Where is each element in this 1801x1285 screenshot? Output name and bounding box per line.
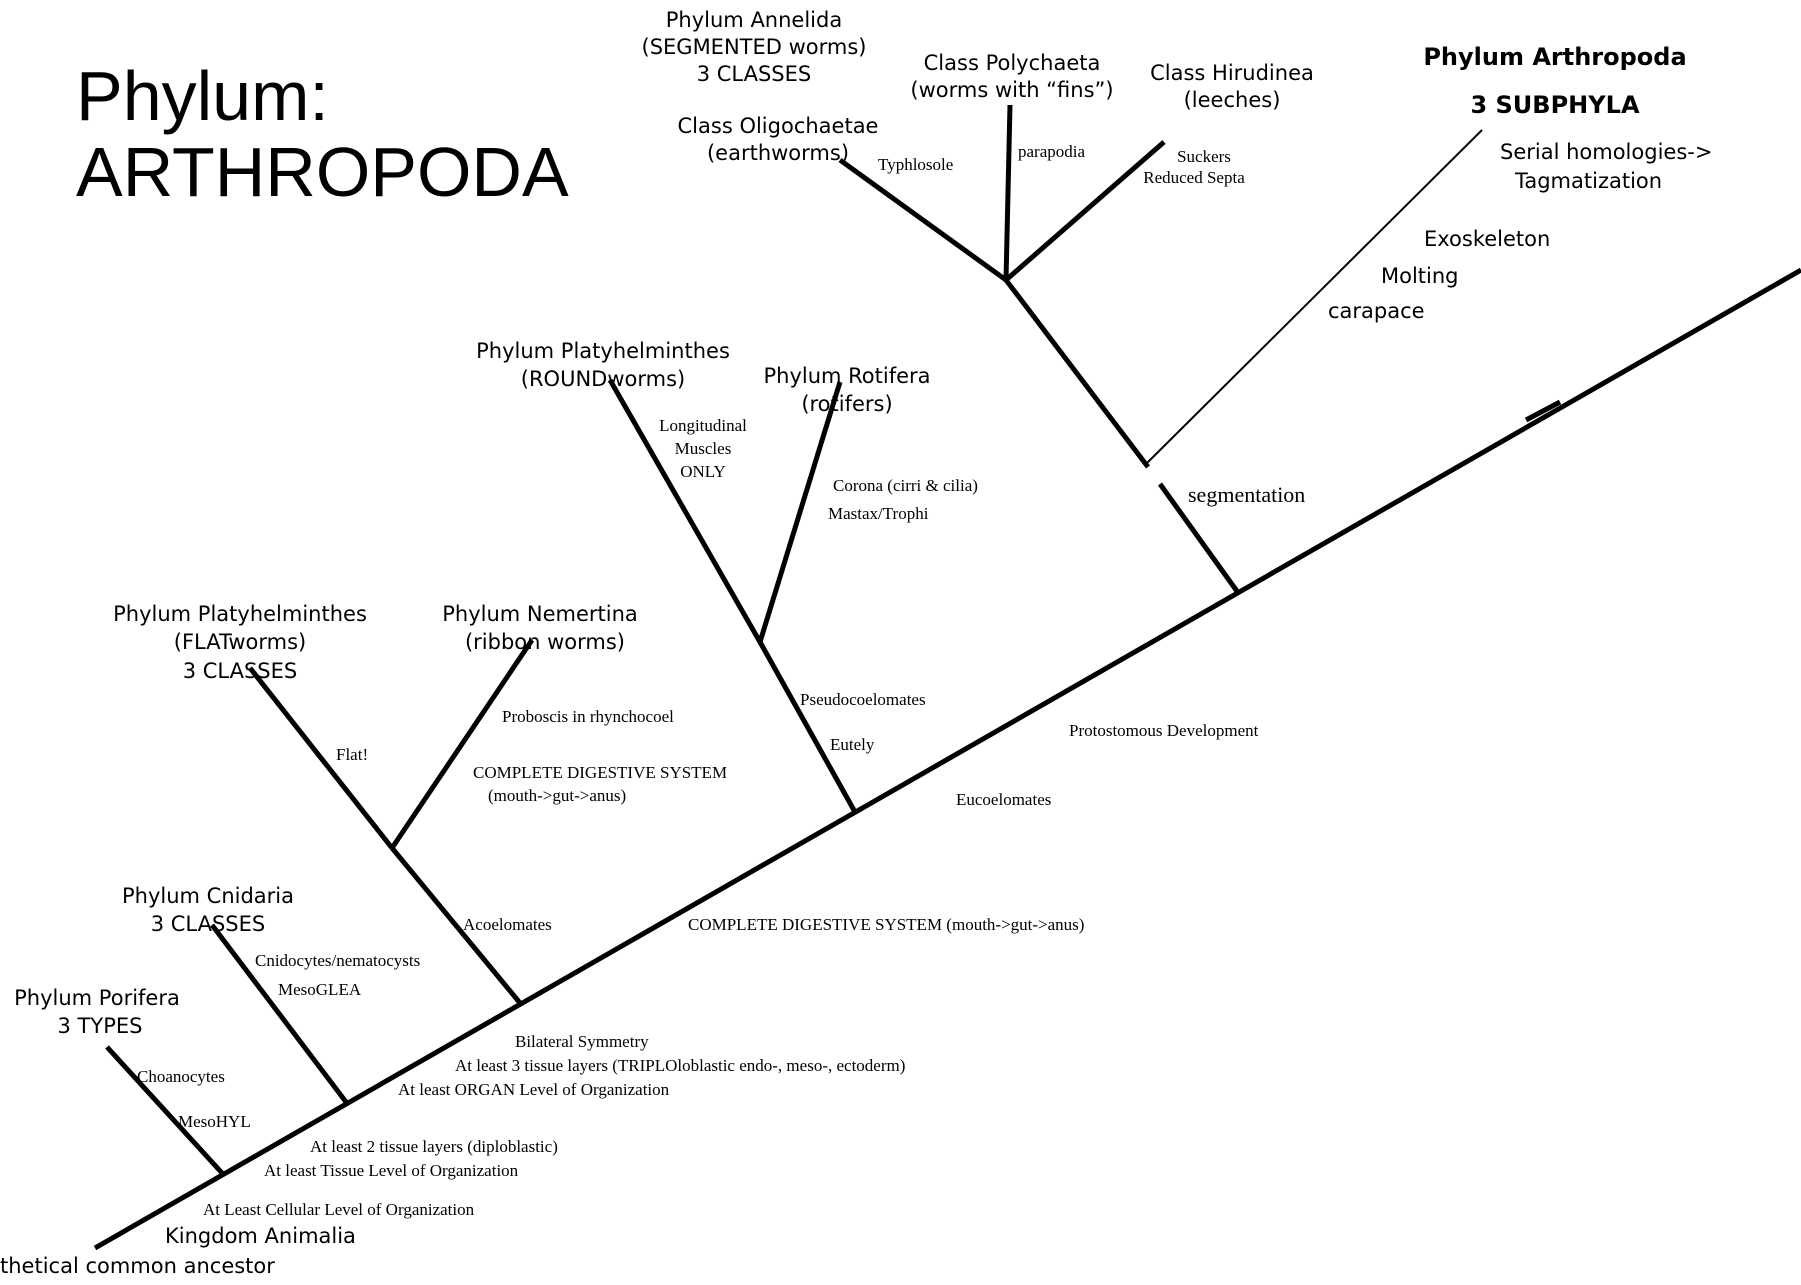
polychaeta-name: Class Polychaeta (924, 51, 1101, 75)
nemertina-trait-proboscis: Proboscis in rhynchocoel (502, 707, 674, 726)
arthropoda-trait-serial: Serial homologies-> (1500, 140, 1712, 164)
cnidaria-name: Phylum Cnidaria (122, 884, 294, 908)
arthropoda-trait-carapace: carapace (1328, 299, 1425, 323)
branch-annelida (1004, 278, 1150, 469)
branch-segmentation-stem (1157, 482, 1242, 596)
porifera-name: Phylum Porifera (14, 986, 180, 1010)
hirudinea-trait-suckers: Suckers (1177, 147, 1231, 166)
roundworms-trait-2: Muscles (675, 439, 732, 458)
title-line-1: Phylum: (76, 57, 329, 135)
branch-bilateria-stem (390, 846, 522, 1005)
arthropoda-trait-exoskeleton: Exoskeleton (1424, 227, 1550, 251)
label-eutely: Eutely (830, 735, 875, 754)
branch-polychaeta (1003, 104, 1013, 281)
title-line-2: ARTHROPODA (76, 133, 569, 211)
rotifera-sub: (rotifers) (801, 392, 892, 416)
branch-nemertina (389, 638, 535, 850)
hirudinea-name: Class Hirudinea (1150, 61, 1314, 85)
annelida-name: Phylum Annelida (666, 8, 842, 32)
polychaeta-sub: (worms with “fins”) (910, 78, 1113, 102)
branch-hirudinea (1004, 140, 1166, 282)
oligochaetae-sub: (earthworms) (707, 141, 849, 165)
oligochaetae-name: Class Oligochaetae (678, 114, 879, 138)
nemertina-trait-mouth-gut-anus: (mouth->gut->anus) (488, 786, 626, 805)
porifera-trait-mesohyl: MesoHYL (178, 1112, 251, 1131)
label-complete-digestive-system: COMPLETE DIGESTIVE SYSTEM (mouth->gut->a… (688, 915, 1084, 934)
roundworms-name: Phylum Platyhelminthes (476, 339, 730, 363)
flatworms-sub: (FLATworms) (174, 630, 306, 654)
arthropoda-trait-molting: Molting (1381, 264, 1459, 288)
cnidaria-sub: 3 CLASSES (151, 912, 266, 936)
flatworms-name: Phylum Platyhelminthes (113, 602, 367, 626)
label-acoelomates: Acoelomates (463, 915, 552, 934)
backbone-line (93, 267, 1801, 1251)
flatworms-sub2: 3 CLASSES (183, 659, 298, 683)
label-tissue-level: At least Tissue Level of Organization (264, 1161, 519, 1180)
hirudinea-trait-septa: Reduced Septa (1143, 168, 1245, 187)
cnidaria-trait-mesoglea: MesoGLEA (278, 980, 362, 999)
branch-pseudocoelomate-stem (757, 640, 858, 814)
label-pseudocoelomates: Pseudocoelomates (800, 690, 926, 709)
oligochaetae-trait: Typhlosole (878, 155, 953, 174)
arthropoda-trait-tagmatization: Tagmatization (1514, 169, 1662, 193)
label-cellular-level: At Least Cellular Level of Organization (203, 1200, 475, 1219)
branch-arthropoda (1145, 129, 1483, 465)
branch-cnidaria (210, 923, 348, 1104)
label-eucoelomates: Eucoelomates (956, 790, 1051, 809)
nemertina-name: Phylum Nemertina (442, 602, 638, 626)
arthropoda-name: Phylum Arthropoda (1423, 43, 1686, 71)
branch-oligochaetae (838, 157, 1008, 283)
branch-flatworms (248, 666, 394, 850)
roundworms-trait-3: ONLY (680, 462, 726, 481)
branch-rotifera (757, 381, 843, 643)
label-kingdom-animalia: Kingdom Animalia (165, 1224, 356, 1248)
backbone-thick-segment (1524, 399, 1562, 423)
flatworms-trait-flat: Flat! (336, 745, 368, 764)
branch-porifera (105, 1045, 224, 1175)
rotifera-trait-corona: Corona (cirri & cilia) (833, 476, 978, 495)
label-bilateral-symmetry: Bilateral Symmetry (515, 1032, 649, 1051)
arthropoda-sub: 3 SUBPHYLA (1470, 91, 1639, 119)
label-diploblastic: At least 2 tissue layers (diploblastic) (310, 1137, 558, 1156)
label-common-ancestor: thetical common ancestor (0, 1254, 275, 1278)
roundworms-trait-1: Longitudinal (659, 416, 747, 435)
label-segmentation: segmentation (1188, 482, 1305, 507)
rotifera-trait-mastax: Mastax/Trophi (828, 504, 929, 523)
nemertina-sub: (ribbon worms) (465, 630, 625, 654)
rotifera-name: Phylum Rotifera (763, 364, 930, 388)
label-triploblastic: At least 3 tissue layers (TRIPLOloblasti… (455, 1056, 905, 1075)
porifera-sub: 3 TYPES (58, 1014, 143, 1038)
label-organ-level: At least ORGAN Level of Organization (398, 1080, 670, 1099)
roundworms-sub: (ROUNDworms) (521, 367, 685, 391)
branch-roundworms (607, 378, 763, 644)
cnidaria-trait-cnidocytes: Cnidocytes/nematocysts (255, 951, 420, 970)
annelida-sub2: 3 CLASSES (697, 62, 812, 86)
annelida-sub: (SEGMENTED worms) (642, 35, 867, 59)
label-protostomous-development: Protostomous Development (1069, 721, 1259, 740)
nemertina-trait-digestive: COMPLETE DIGESTIVE SYSTEM (473, 763, 727, 782)
polychaeta-trait: parapodia (1018, 142, 1085, 161)
porifera-trait-choanocytes: Choanocytes (137, 1067, 225, 1086)
hirudinea-sub: (leeches) (1184, 88, 1281, 112)
